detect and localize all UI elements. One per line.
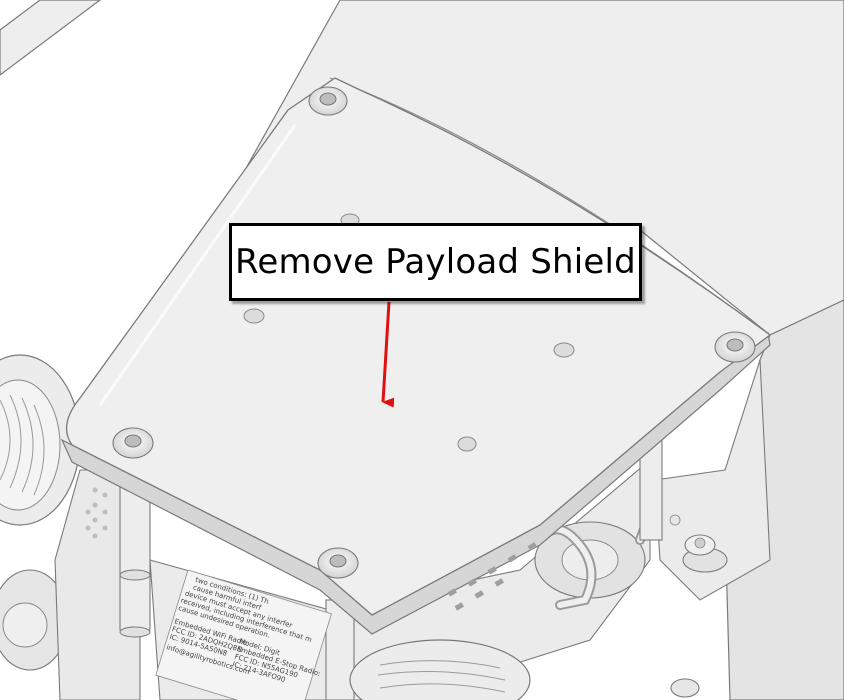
screw-icon [112,427,154,459]
callout-label: Remove Payload Shield [235,242,636,282]
compliance-label: two conditions: (1) Th cause harmful int… [155,569,332,700]
body-right-panel [654,359,771,601]
lower-motor [349,639,531,700]
shield-top-surface [65,77,772,616]
screw-icon [308,86,348,116]
vent-holes [85,487,108,539]
left-motor [0,354,81,671]
callout-arrow [381,301,395,408]
corner-bolt [670,678,700,698]
screw-icon [714,331,756,363]
shield-vent-slots [447,542,537,611]
callout-box: Remove Payload Shield [229,223,642,301]
shield-screws [112,86,756,579]
upper-leg-fragment [0,0,101,76]
hex-bolt [669,514,728,573]
screw-icon [317,547,359,579]
payload-shield [60,77,772,635]
